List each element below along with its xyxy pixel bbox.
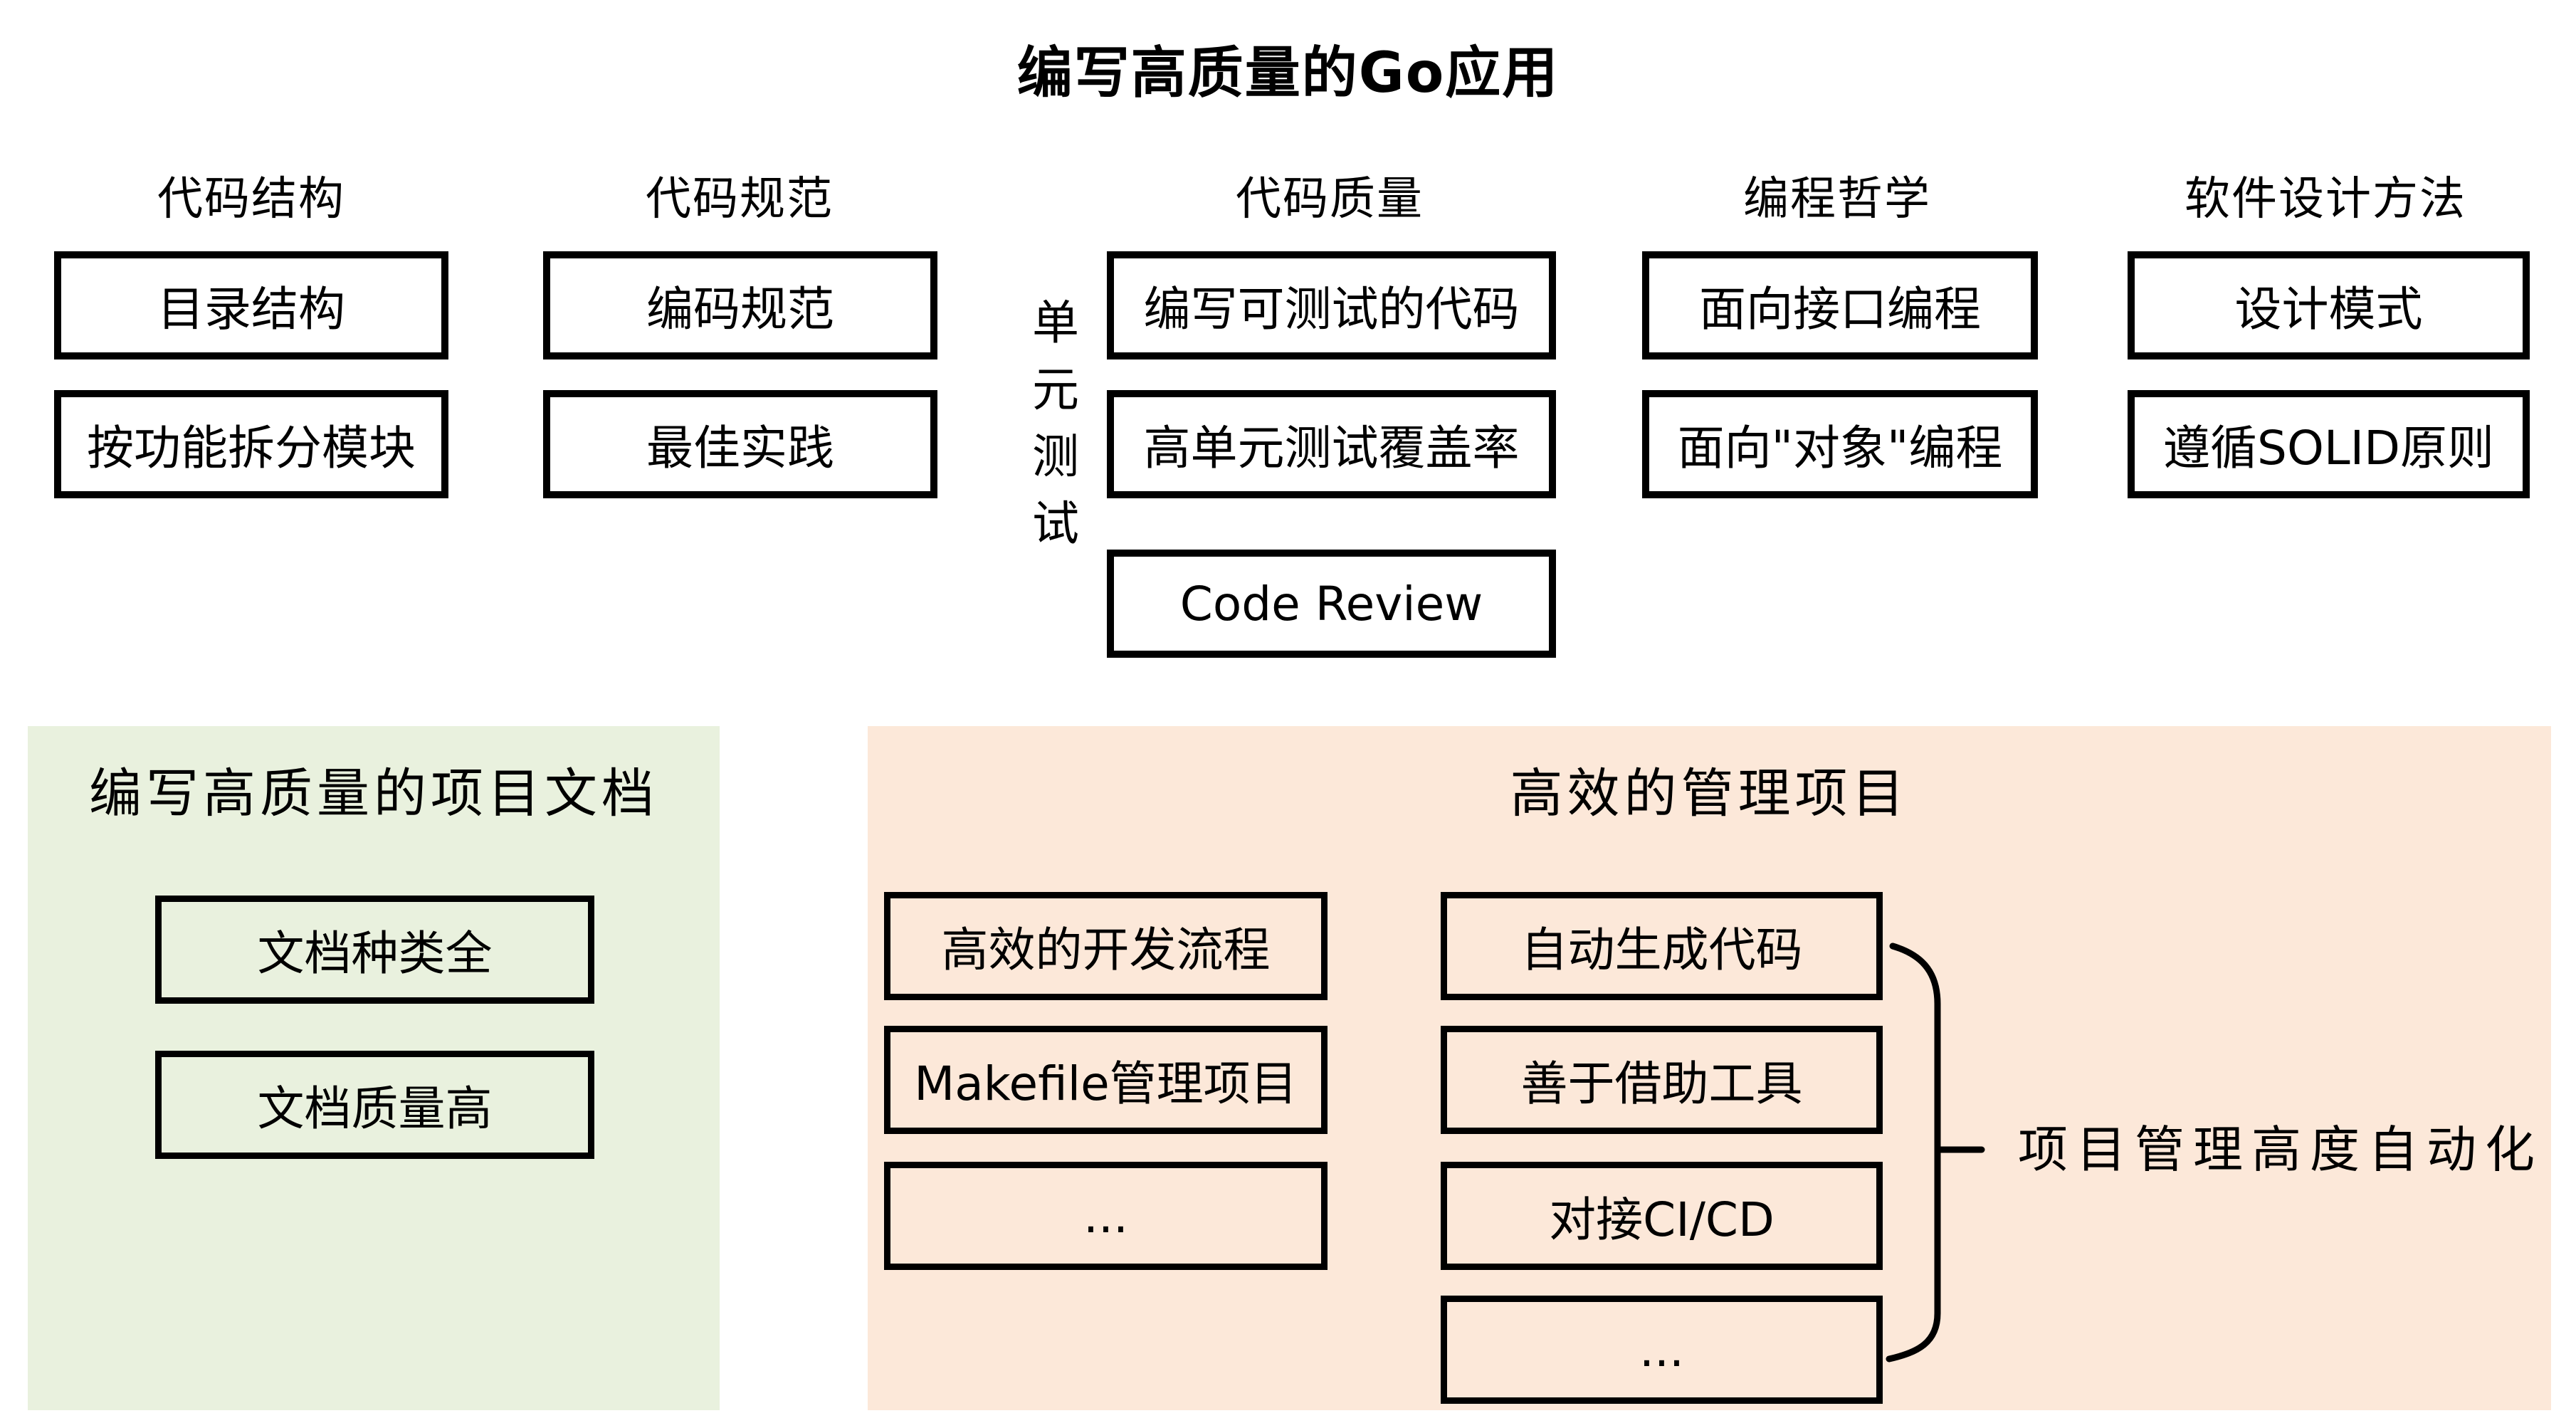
header-code-structure: 代码结构 xyxy=(157,173,345,226)
box-design-patterns: 设计模式 xyxy=(2128,251,2530,359)
header-code-standards: 代码规范 xyxy=(646,173,834,226)
automation-label: 项目管理高度自动化 xyxy=(2018,1120,2543,1179)
box-auto-codegen: 自动生成代码 xyxy=(1441,892,1883,1000)
box-interface-oriented: 面向接口编程 xyxy=(1642,251,2038,359)
header-code-quality: 代码质量 xyxy=(1236,173,1424,226)
brace-icon xyxy=(1886,943,1985,1363)
box-testable-code: 编写可测试的代码 xyxy=(1107,251,1556,359)
box-unit-test-coverage: 高单元测试覆盖率 xyxy=(1107,390,1556,498)
header-programming-philosophy: 编程哲学 xyxy=(1743,173,1931,226)
box-best-practices: 最佳实践 xyxy=(543,390,937,498)
box-object-oriented: 面向"对象"编程 xyxy=(1642,390,2038,498)
doc-panel-title: 编写高质量的项目文档 xyxy=(89,763,658,824)
box-ellipsis-left: ... xyxy=(884,1162,1328,1270)
page-title: 编写高质量的Go应用 xyxy=(1016,41,1560,105)
box-doc-types: 文档种类全 xyxy=(155,896,594,1004)
box-dev-workflow: 高效的开发流程 xyxy=(884,892,1328,1000)
box-makefile: Makefile管理项目 xyxy=(884,1026,1328,1134)
box-ci-cd: 对接CI/CD xyxy=(1441,1162,1883,1270)
box-code-review: Code Review xyxy=(1107,550,1556,658)
doc-panel: 编写高质量的项目文档 文档种类全 文档质量高 xyxy=(28,726,720,1410)
unit-test-vertical-label: 单元测试 xyxy=(1024,298,1079,565)
box-doc-quality: 文档质量高 xyxy=(155,1051,594,1159)
manage-panel: 高效的管理项目 高效的开发流程 Makefile管理项目 ... 自动生成代码 … xyxy=(868,726,2551,1410)
box-solid-principles: 遵循SOLID原则 xyxy=(2128,390,2530,498)
box-ellipsis-right: ... xyxy=(1441,1296,1883,1404)
box-use-tools: 善于借助工具 xyxy=(1441,1026,1883,1134)
box-directory-structure: 目录结构 xyxy=(54,251,448,359)
header-software-design: 软件设计方法 xyxy=(2185,173,2466,226)
box-coding-standards: 编码规范 xyxy=(543,251,937,359)
box-split-modules: 按功能拆分模块 xyxy=(54,390,448,498)
manage-panel-title: 高效的管理项目 xyxy=(1510,763,1909,824)
